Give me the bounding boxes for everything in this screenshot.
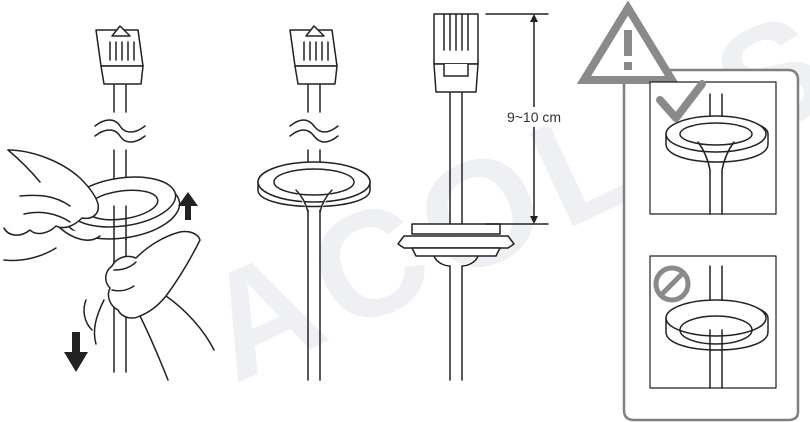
- prohibited-icon: [653, 265, 691, 303]
- incorrect-example: [649, 255, 777, 389]
- step1-illustration: [3, 25, 215, 381]
- correct-example: [649, 80, 777, 215]
- warning-triangle-icon: [576, 0, 680, 84]
- arrow-up-icon: [178, 192, 198, 220]
- step1-rj45-connector: [95, 25, 144, 85]
- check-mark-icon: [656, 80, 706, 122]
- step2-illustration: [257, 25, 371, 381]
- step3-rj45-connector: [433, 13, 479, 93]
- step1-left-hand: [3, 149, 101, 262]
- step3-illustration: [397, 13, 549, 381]
- arrow-down-icon: [64, 332, 88, 372]
- step1-right-hand: [83, 230, 215, 381]
- step3-grommet-side-view: [397, 223, 515, 267]
- step2-grommet: [257, 161, 371, 213]
- step3-cable: [449, 91, 463, 381]
- step2-rj45-connector: [289, 25, 338, 85]
- dimension-label: 9~10 cm: [492, 107, 576, 127]
